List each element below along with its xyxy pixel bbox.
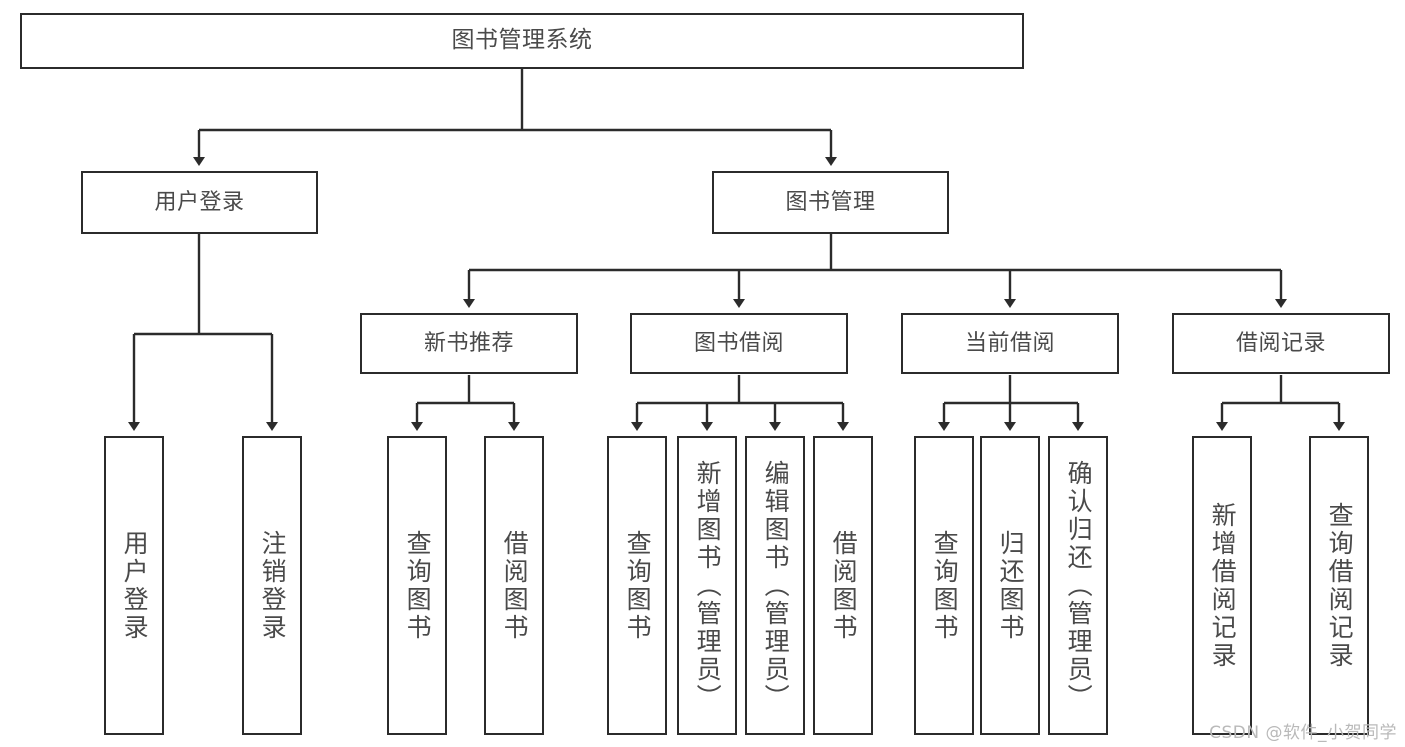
node-leaf-borrow-book-1-label: 借阅图书 — [500, 529, 530, 642]
node-book-manage[interactable]: 图书管理 — [712, 171, 949, 234]
node-book-manage-label: 图书管理 — [785, 189, 876, 215]
node-leaf-edit-book-admin[interactable]: 编辑图书（管理员） — [745, 436, 805, 735]
node-leaf-edit-book-admin-label: 编辑图书（管理员） — [761, 459, 791, 712]
node-user-login[interactable]: 用户登录 — [81, 171, 318, 234]
node-leaf-add-book-admin-label: 新增图书（管理员） — [693, 459, 723, 712]
node-root-label: 图书管理系统 — [451, 27, 593, 54]
node-leaf-query-book-3[interactable]: 查询图书 — [914, 436, 974, 735]
node-user-login-label: 用户登录 — [154, 189, 245, 215]
node-leaf-borrow-book-2-label: 借阅图书 — [829, 529, 859, 642]
node-leaf-logout-login[interactable]: 注销登录 — [242, 436, 302, 735]
node-leaf-query-borrow-record[interactable]: 查询借阅记录 — [1309, 436, 1369, 735]
node-leaf-confirm-return-admin-label: 确认归还（管理员） — [1064, 459, 1094, 712]
node-root[interactable]: 图书管理系统 — [20, 13, 1024, 69]
node-book-borrow-label: 图书借阅 — [693, 330, 784, 356]
node-leaf-query-book-2[interactable]: 查询图书 — [607, 436, 667, 735]
node-borrow-record-label: 借阅记录 — [1235, 330, 1326, 356]
node-leaf-user-login[interactable]: 用户登录 — [104, 436, 164, 735]
node-leaf-borrow-book-1[interactable]: 借阅图书 — [484, 436, 544, 735]
node-leaf-user-login-label: 用户登录 — [120, 529, 150, 642]
node-book-borrow[interactable]: 图书借阅 — [630, 313, 848, 374]
node-leaf-query-borrow-record-label: 查询借阅记录 — [1325, 501, 1355, 670]
node-leaf-return-book[interactable]: 归还图书 — [980, 436, 1040, 735]
node-leaf-query-book-1[interactable]: 查询图书 — [387, 436, 447, 735]
node-leaf-add-book-admin[interactable]: 新增图书（管理员） — [677, 436, 737, 735]
node-current-borrow-label: 当前借阅 — [964, 330, 1055, 356]
node-leaf-query-book-2-label: 查询图书 — [623, 529, 653, 642]
node-current-borrow[interactable]: 当前借阅 — [901, 313, 1119, 374]
node-leaf-query-book-3-label: 查询图书 — [930, 529, 960, 642]
node-leaf-add-borrow-record[interactable]: 新增借阅记录 — [1192, 436, 1252, 735]
node-leaf-return-book-label: 归还图书 — [996, 529, 1026, 642]
node-leaf-confirm-return-admin[interactable]: 确认归还（管理员） — [1048, 436, 1108, 735]
node-leaf-add-borrow-record-label: 新增借阅记录 — [1208, 501, 1238, 670]
node-leaf-borrow-book-2[interactable]: 借阅图书 — [813, 436, 873, 735]
node-new-book-recommend[interactable]: 新书推荐 — [360, 313, 578, 374]
node-borrow-record[interactable]: 借阅记录 — [1172, 313, 1390, 374]
csdn-watermark: CSDN @软件_小贺同学 — [1209, 723, 1397, 743]
node-new-book-recommend-label: 新书推荐 — [423, 330, 514, 356]
node-leaf-logout-login-label: 注销登录 — [258, 529, 288, 642]
node-leaf-query-book-1-label: 查询图书 — [403, 529, 433, 642]
